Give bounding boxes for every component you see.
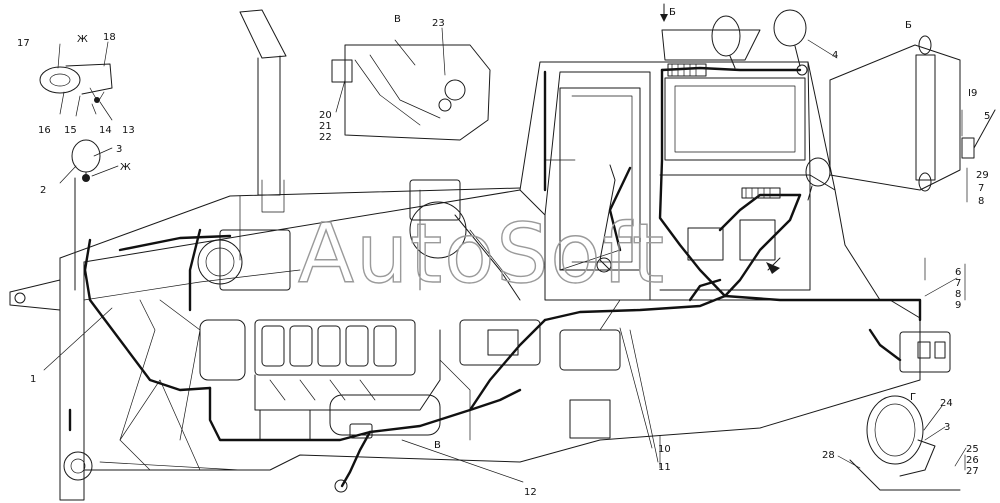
callout-1: 1: [30, 374, 36, 385]
view-label-v-top: В: [394, 14, 401, 25]
callout-5: 5: [984, 111, 990, 122]
callout-26: 26: [966, 455, 979, 466]
front-wheel-hub: [63, 451, 93, 481]
view-label-g: Г: [910, 392, 916, 403]
wiring-harness: [68, 66, 922, 493]
callout-18: 18: [103, 32, 116, 43]
callout-10: 10: [658, 444, 671, 455]
callout-labels: 1 2 3 Ж 4 17 18 16 15 14 13 23 20 21 22 …: [17, 18, 990, 498]
callout-9: 9: [955, 300, 961, 311]
watermark: AutoSoft: [298, 207, 666, 302]
view-label-b-right: Б: [905, 20, 912, 31]
callout-7b: 7: [978, 183, 984, 194]
front-headlight: [71, 139, 101, 291]
detail-view-zh: [39, 63, 113, 103]
callout-23: 23: [432, 18, 445, 29]
callout-4: 4: [832, 50, 838, 61]
roof-connector: [667, 63, 707, 77]
detail-view-v: [331, 39, 491, 141]
detail-view-b: [829, 35, 996, 192]
exhaust-pipe: [239, 9, 287, 213]
callout-28: 28: [822, 450, 835, 461]
callout-zh-lamp: Ж: [120, 162, 131, 173]
callout-7a: 7: [955, 278, 961, 289]
leader-lines: [43, 27, 968, 483]
callout-29: 29: [976, 170, 989, 181]
callout-27: 27: [966, 466, 979, 477]
rear-connector: [899, 331, 951, 373]
callout-24: 24: [940, 398, 953, 409]
callout-13: 13: [122, 125, 135, 136]
view-label-zh: Ж: [77, 34, 88, 45]
cab-headlight-right: [773, 9, 808, 76]
callout-8b: 8: [978, 196, 984, 207]
callout-3b: 3: [944, 422, 950, 433]
callout-12: 12: [524, 487, 537, 498]
callout-14: 14: [99, 125, 112, 136]
view-arrow-b: [660, 3, 668, 22]
callout-11: 11: [658, 462, 671, 473]
view-label-v-bottom: В: [434, 440, 441, 451]
air-filter: [197, 239, 243, 285]
callout-25: 25: [966, 444, 979, 455]
detail-headlight-g: [849, 395, 961, 491]
callout-15: 15: [64, 125, 77, 136]
callout-19: I9: [968, 88, 977, 99]
callout-22: 22: [319, 132, 332, 143]
cab: [519, 29, 881, 301]
callout-21: 21: [319, 121, 332, 132]
view-label-b-arrow: Б: [669, 7, 676, 18]
view-arrow-g: [766, 257, 781, 274]
callout-16: 16: [38, 125, 51, 136]
headlights: [71, 9, 961, 491]
cab-headlight-left: [711, 15, 741, 69]
callout-8a: 8: [955, 289, 961, 300]
callout-17: 17: [17, 38, 30, 49]
fuse-block: [741, 187, 781, 199]
callout-6: 6: [955, 267, 961, 278]
callout-3a: 3: [116, 144, 122, 155]
front-hitch: [9, 279, 61, 311]
callout-20: 20: [319, 110, 332, 121]
connector-blocks: [349, 63, 951, 439]
callout-2: 2: [40, 185, 46, 196]
